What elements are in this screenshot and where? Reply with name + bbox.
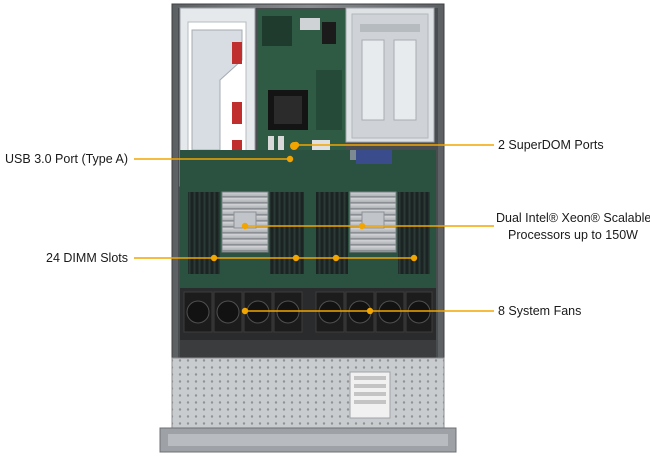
- callout-fans-label: 8 System Fans: [498, 304, 582, 318]
- cable-area: [180, 340, 436, 358]
- motherboard: [258, 10, 346, 160]
- callout-cpu-label-line1: Dual Intel® Xeon® Scalable: [496, 211, 650, 225]
- psu-cage: [345, 7, 435, 143]
- callout-cpu-label-line2: Processors up to 150W: [508, 228, 638, 242]
- vga-connector: [356, 150, 392, 164]
- cpu-heatsinks: [221, 191, 397, 253]
- front-bezel: [159, 427, 457, 453]
- callout-dimm-label: 24 DIMM Slots: [46, 251, 128, 265]
- callout-lines: [134, 141, 494, 315]
- callout-superdom-label: 2 SuperDOM Ports: [498, 138, 604, 152]
- drive-bay-cover: [171, 357, 445, 429]
- dimm-banks: [188, 192, 430, 274]
- fan-row: [180, 288, 436, 340]
- callout-usb-label: USB 3.0 Port (Type A): [5, 152, 128, 166]
